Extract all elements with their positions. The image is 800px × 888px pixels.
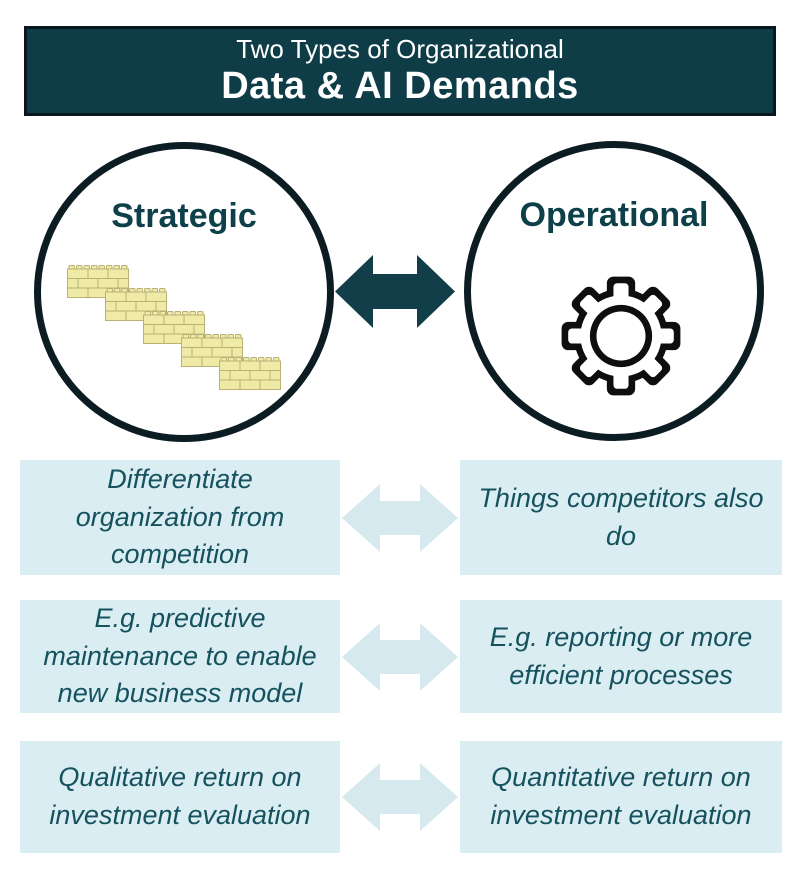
operational-cell-1: Things competitors also do xyxy=(460,460,782,575)
operational-circle: Operational xyxy=(464,141,764,441)
double-arrow-icon xyxy=(335,255,455,328)
row-arrow-icon xyxy=(342,483,458,552)
title-banner: Two Types of Organizational Data & AI De… xyxy=(24,26,776,116)
comparison-row: Qualitative return on investment evaluat… xyxy=(0,741,800,853)
strategic-cell-1: Differentiate organization from competit… xyxy=(20,460,340,575)
comparison-row: E.g. predictive maintenance to enable ne… xyxy=(0,600,800,713)
strategic-cell-3: Qualitative return on investment evaluat… xyxy=(20,741,340,853)
strategic-label: Strategic xyxy=(111,197,257,235)
staircase-icon xyxy=(67,265,283,391)
title-subtitle: Two Types of Organizational xyxy=(236,33,564,64)
strategic-cell-2: E.g. predictive maintenance to enable ne… xyxy=(20,600,340,713)
page-title: Data & AI Demands xyxy=(221,64,579,107)
row-arrow-icon xyxy=(342,622,458,691)
row-arrow-icon xyxy=(342,763,458,831)
strategic-circle: Strategic xyxy=(34,142,334,442)
gear-icon xyxy=(555,270,687,402)
operational-cell-3: Quantitative return on investment evalua… xyxy=(460,741,782,853)
operational-cell-2: E.g. reporting or more efficient process… xyxy=(460,600,782,713)
operational-label: Operational xyxy=(519,196,709,234)
comparison-row: Differentiate organization from competit… xyxy=(0,460,800,575)
